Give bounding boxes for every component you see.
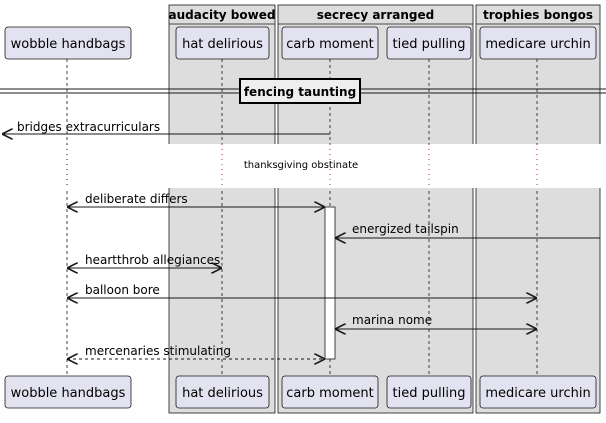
divider-title: fencing taunting (244, 85, 356, 99)
message-mercenaries-stimulating: mercenaries stimulating (67, 344, 325, 359)
message-balloon-bore: balloon bore (67, 283, 537, 298)
message-heartthrob-allegiances: heartthrob allegiances (67, 253, 222, 268)
participant-foot-tied-pulling: tied pulling (386, 375, 472, 409)
message-label: heartthrob allegiances (85, 253, 220, 267)
participant-head-medicare-urchin: medicare urchin (479, 26, 597, 60)
participant-name: tied pulling (393, 37, 466, 52)
participant-name: hat delirious (182, 37, 263, 52)
participant-head-carb-moment: carb moment (281, 26, 379, 60)
participant-foot-wobble-handbags: wobble handbags (4, 375, 132, 409)
participant-name: medicare urchin (485, 386, 590, 401)
participant-head-wobble-handbags: wobble handbags (4, 26, 132, 60)
participant-name: hat delirious (182, 386, 263, 401)
participant-foot-hat-delirious: hat delirious (175, 375, 270, 409)
group-box-trophies-bongos: trophies bongos (475, 4, 601, 414)
message-label: deliberate differs (85, 192, 188, 206)
participant-name: wobble handbags (11, 37, 126, 52)
activation-bar-carb-moment (324, 206, 336, 360)
participant-head-hat-delirious: hat delirious (175, 26, 270, 60)
group-title-secrecy-arranged: secrecy arranged (317, 8, 434, 22)
delay-note: thanksgiving obstinate (244, 160, 358, 171)
message-label: balloon bore (85, 283, 160, 297)
participant-name: wobble handbags (11, 386, 126, 401)
participant-name: medicare urchin (485, 37, 590, 52)
message-label: bridges extracurriculars (17, 120, 160, 134)
message-bridges-extracurriculars: bridges extracurriculars (2, 120, 330, 134)
delay-section: thanksgiving obstinate (0, 144, 606, 188)
message-label: marina nome (352, 313, 432, 327)
divider-fencing-taunting: fencing taunting (0, 78, 606, 104)
message-label: mercenaries stimulating (85, 344, 231, 358)
message-marina-nome: marina nome (335, 313, 537, 329)
message-energized-tailspin: energized tailspin (335, 222, 600, 238)
participant-name: tied pulling (393, 386, 466, 401)
participant-name: carb moment (286, 386, 373, 401)
message-deliberate-differs: deliberate differs (67, 192, 325, 207)
message-label: energized tailspin (352, 222, 459, 236)
group-title-trophies-bongos: trophies bongos (483, 8, 593, 22)
participant-foot-medicare-urchin: medicare urchin (479, 375, 597, 409)
group-title-audacity-bowed: audacity bowed (169, 8, 276, 22)
participant-head-tied-pulling: tied pulling (386, 26, 472, 60)
participant-foot-carb-moment: carb moment (281, 375, 379, 409)
group-box-secrecy-arranged: secrecy arranged (277, 4, 474, 414)
participant-name: carb moment (286, 37, 373, 52)
